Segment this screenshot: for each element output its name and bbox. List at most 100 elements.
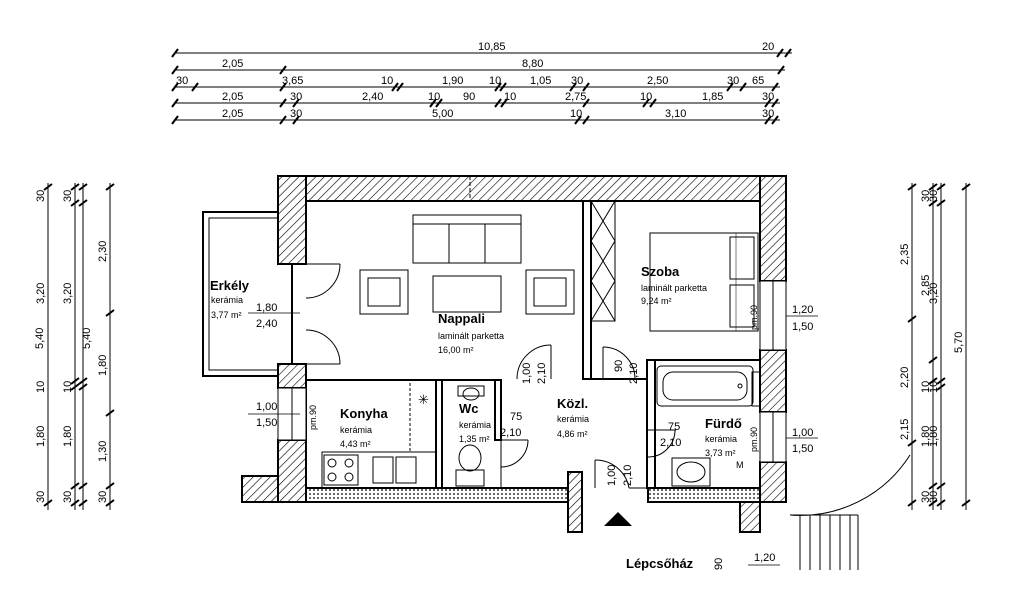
- dim-label: 30: [62, 190, 74, 202]
- dim-label: 2,05: [222, 108, 243, 120]
- opening-label: 75: [510, 411, 522, 423]
- armchair-left: [359, 269, 409, 315]
- dim-label: 10: [381, 75, 393, 87]
- dim-label: 8,80: [522, 58, 543, 70]
- living-furniture: [359, 214, 575, 315]
- room-kozl: Közl. kerámia 4,86 m²: [557, 396, 589, 439]
- star-symbol: ✳: [418, 392, 429, 407]
- wc-door[interactable]: [500, 439, 529, 488]
- room-furdo: Fürdő kerámia 3,73 m²: [705, 416, 742, 458]
- left-dimension-ticks: [43, 183, 115, 507]
- wall-wc-left: [435, 379, 443, 489]
- opening-label: pm.90: [749, 305, 759, 330]
- dim-label: 1,05: [530, 75, 551, 87]
- dim-label: 2,05: [222, 91, 243, 103]
- entry-door[interactable]: [594, 459, 648, 489]
- opening-label: 1,20: [754, 552, 775, 564]
- left-dimension-chains: [47, 183, 111, 510]
- coffee-table: [432, 275, 502, 313]
- exterior-walls: [241, 175, 787, 533]
- opening-label: 1,00: [606, 465, 618, 486]
- opening-label: 1,00: [792, 427, 813, 439]
- dim-label: 30: [176, 75, 188, 87]
- dim-label: 10: [35, 381, 47, 393]
- dim-label: 3,65: [282, 75, 303, 87]
- room-name: Lépcsőház: [626, 556, 694, 571]
- sofa: [412, 214, 522, 264]
- dim-label: 30: [920, 190, 932, 202]
- opening-label: pm.90: [308, 405, 318, 430]
- room-area: 3,77 m²: [211, 310, 242, 320]
- dim-label: 2,50: [647, 75, 668, 87]
- dim-label: 30: [290, 91, 302, 103]
- right-dimension-ticks: [907, 183, 971, 507]
- opening-label: 2,10: [660, 437, 681, 449]
- dim-label: 10: [928, 381, 940, 393]
- bath-door[interactable]: [647, 429, 676, 458]
- room-floor: kerámia: [211, 295, 243, 305]
- room-floor: kerámia: [705, 434, 737, 444]
- top-dimension-labels: 10,85 20 2,05 8,80 30 3,65 10 1,90 10 1,…: [176, 41, 774, 120]
- opening-label: pm.90: [749, 427, 759, 452]
- wall-left-mid: [277, 363, 307, 389]
- dim-label: 1,80: [62, 426, 74, 447]
- wc-toilet: [455, 385, 485, 487]
- opening-label: 1,50: [792, 443, 813, 455]
- dim-label: 30: [35, 491, 47, 503]
- opening-label: 1,20: [792, 304, 813, 316]
- wall-stair-right: [739, 501, 761, 533]
- opening-label: 1,80: [256, 302, 277, 314]
- living-door[interactable]: [516, 344, 552, 380]
- kitchen-fittings: [321, 379, 437, 489]
- dim-label: 1,80: [928, 426, 940, 447]
- opening-label: 1,50: [256, 417, 277, 429]
- balcony-door[interactable]: [291, 263, 341, 365]
- wall-top: [277, 175, 787, 202]
- dim-label: 65: [752, 75, 764, 87]
- dim-label: 30: [928, 190, 940, 202]
- wall-kitchen-corner: [241, 475, 279, 503]
- wall-living-bedroom: [582, 200, 592, 380]
- room-floor: laminált parketta: [438, 331, 504, 341]
- wall-bath-left: [646, 359, 656, 489]
- dim-label: 10: [570, 108, 582, 120]
- left-dimension-labels: 5,40 30 3,20 10 1,80 30 30 3,20 5,40 10 …: [34, 190, 109, 503]
- dim-label: 3,20: [62, 283, 74, 304]
- dim-label: 1,80: [97, 355, 109, 376]
- dim-label: 1,80: [920, 426, 932, 447]
- room-erkely: Erkély kerámia 3,77 m²: [210, 278, 250, 320]
- bathtub: [656, 365, 761, 407]
- dim-label: 30: [571, 75, 583, 87]
- dim-top-total-end: 20: [762, 41, 774, 53]
- opening-leaders: [248, 312, 818, 566]
- room-area: 16,00 m²: [438, 345, 474, 355]
- dim-top-total: 10,85: [478, 41, 506, 53]
- dim-label: 10: [920, 381, 932, 393]
- dim-label: 30: [290, 108, 302, 120]
- dim-label: 2,15: [899, 419, 911, 440]
- dim-label: 1,85: [702, 91, 723, 103]
- room-area: 3,73 m²: [705, 448, 736, 458]
- room-nappali: Nappali laminált parketta 16,00 m²: [438, 311, 504, 355]
- wall-bottom-right: [647, 487, 761, 503]
- washbasin: [671, 457, 711, 487]
- room-floor: laminált parketta: [641, 283, 707, 293]
- dim-label: 30: [35, 190, 47, 202]
- room-floor: kerámia: [557, 414, 589, 424]
- dim-label: 90: [463, 91, 475, 103]
- opening-label: 2,10: [500, 427, 521, 439]
- wardrobe: [590, 200, 616, 322]
- interior-walls: [305, 200, 760, 489]
- opening-label: 2,40: [256, 318, 277, 330]
- opening-labels: 1,80 2,40 1,00 1,50 pm.90 1,00 2,10 90 2…: [256, 302, 813, 570]
- room-floor: kerámia: [340, 425, 372, 435]
- opening-label: 1,00: [256, 401, 277, 413]
- room-name: Nappali: [438, 311, 485, 326]
- opening-label: 1,50: [792, 321, 813, 333]
- bedroom-door[interactable]: [602, 346, 636, 380]
- dim-label: 2,35: [899, 244, 911, 265]
- room-area: 4,86 m²: [557, 429, 588, 439]
- dim-label: 10: [489, 75, 501, 87]
- wall-left-lower: [277, 439, 307, 503]
- opening-label: 2,10: [628, 363, 640, 384]
